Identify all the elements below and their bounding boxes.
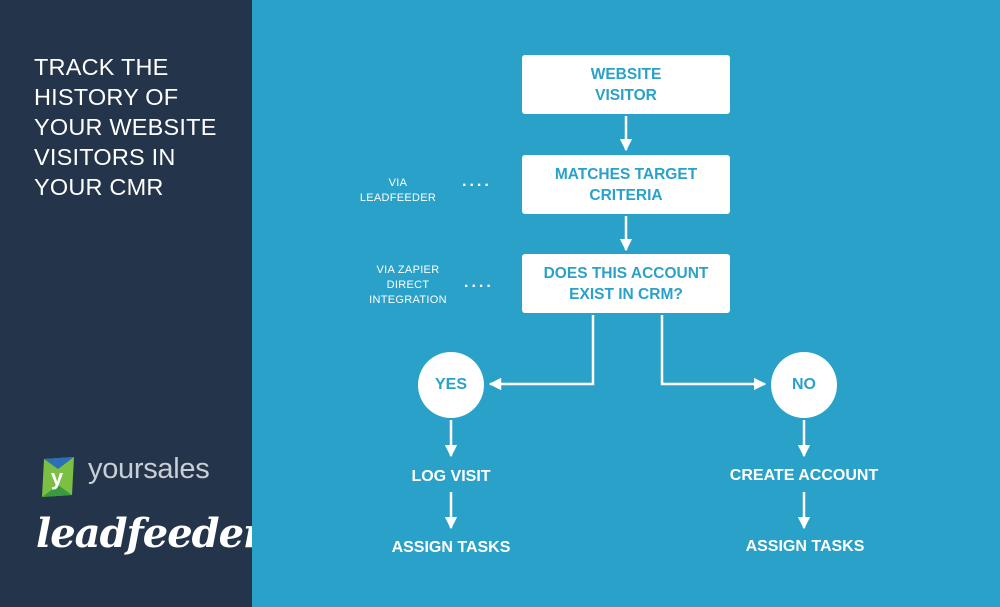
yes-log-visit: LOG VISIT — [411, 468, 491, 485]
note-via-zapier-line3: INTEGRATION — [369, 294, 447, 306]
note-via-zapier: VIA ZAPIER DIRECT INTEGRATION — [358, 263, 458, 308]
headline-line-4: VISITORS IN — [34, 144, 176, 170]
yoursales-y-mark: y — [51, 465, 64, 490]
note-via-leadfeeder-line1: VIA — [388, 177, 408, 189]
leadfeeder-wordmark: leadfeeder — [36, 510, 264, 557]
arrow-to-no — [660, 315, 767, 391]
step-account-exists-line1: DOES THIS ACCOUNT — [543, 264, 709, 282]
headline-line-5: YOUR CMR — [34, 174, 164, 200]
note-via-zapier-line2: DIRECT — [386, 279, 430, 291]
yes-assign-tasks: ASSIGN TASKS — [391, 539, 511, 556]
step-matches-criteria: MATCHES TARGET CRITERIA — [522, 155, 730, 214]
decision-yes: YES — [418, 352, 484, 418]
sidebar: TRACK THE HISTORY OF YOUR WEBSITE VISITO… — [0, 0, 264, 607]
step-account-exists: DOES THIS ACCOUNT EXIST IN CRM? — [522, 254, 730, 313]
headline: TRACK THE HISTORY OF YOUR WEBSITE VISITO… — [34, 52, 234, 202]
step-website-visitor-line2: VISITOR — [595, 86, 657, 104]
headline-line-1: TRACK THE — [34, 54, 169, 80]
note-via-zapier-line1: VIA ZAPIER — [376, 264, 440, 276]
decision-no: NO — [771, 352, 837, 418]
step-website-visitor: WEBSITE VISITOR — [522, 55, 730, 114]
no-assign-tasks: ASSIGN TASKS — [745, 538, 865, 555]
step-website-visitor-line1: WEBSITE — [590, 65, 662, 83]
no-create-account: CREATE ACCOUNT — [729, 467, 879, 484]
note-via-leadfeeder: VIA LEADFEEDER — [356, 176, 440, 206]
step-account-exists-line2: EXIST IN CRM? — [569, 285, 683, 303]
arrow-to-yes — [488, 315, 595, 391]
yoursales-wordmark: yoursales — [88, 453, 210, 485]
yoursales-y-icon: y — [42, 457, 74, 497]
dots-zapier: .... — [464, 274, 494, 291]
step-matches-criteria-line2: CRITERIA — [589, 186, 663, 204]
headline-line-3: YOUR WEBSITE — [34, 114, 217, 140]
headline-line-2: HISTORY OF — [34, 84, 179, 110]
step-matches-criteria-line1: MATCHES TARGET — [554, 165, 698, 183]
dots-leadfeeder: .... — [462, 173, 492, 190]
note-via-leadfeeder-line2: LEADFEEDER — [359, 192, 437, 204]
